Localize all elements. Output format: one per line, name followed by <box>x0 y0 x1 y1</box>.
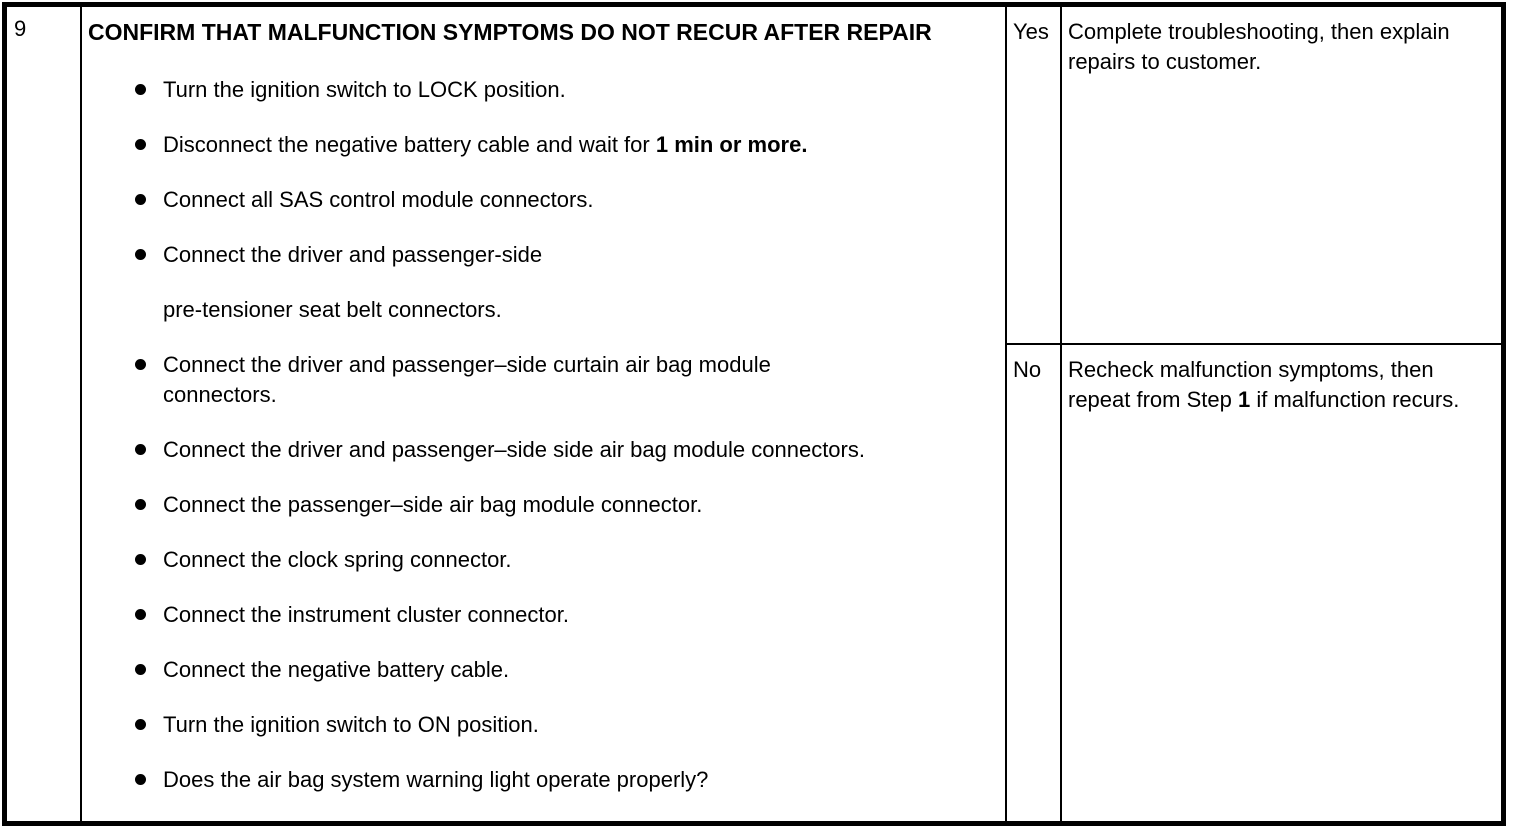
yes-action-cell: Complete troubleshooting, then explain r… <box>1062 7 1501 343</box>
procedure-step-continuation: pre-tensioner seat belt connectors. <box>163 295 999 325</box>
bullet-icon <box>135 719 146 730</box>
procedure-step-item: Connect all SAS control module connector… <box>133 185 999 215</box>
procedure-step-item: Connect the driver and passenger–side cu… <box>133 350 999 410</box>
procedure-step-text: Connect all SAS control module connector… <box>163 187 594 212</box>
bullet-icon <box>135 444 146 455</box>
procedure-step-item: Connect the clock spring connector. <box>133 545 999 575</box>
bullet-icon <box>135 499 146 510</box>
bold-emphasis: 1 <box>1237 387 1251 412</box>
procedure-step-text: Does the air bag system warning light op… <box>163 767 709 792</box>
procedure-step-text: pre-tensioner seat belt connectors. <box>163 297 502 322</box>
bullet-icon <box>135 139 146 150</box>
procedure-cell: CONFIRM THAT MALFUNCTION SYMPTOMS DO NOT… <box>82 7 1007 821</box>
procedure-step-item: Does the air bag system warning light op… <box>133 765 999 795</box>
results-section: Yes Complete troubleshooting, then expla… <box>1007 7 1501 821</box>
procedure-step-item: Connect the passenger–side air bag modul… <box>133 490 999 520</box>
no-result-row: No Recheck malfunction symptoms, then re… <box>1007 345 1501 821</box>
step-number: 9 <box>14 16 27 41</box>
bullet-icon <box>135 84 146 95</box>
bold-emphasis: 1 min or more. <box>655 132 808 157</box>
procedure-step-text: Turn the ignition switch to LOCK positio… <box>163 77 566 102</box>
procedure-step-item: Turn the ignition switch to LOCK positio… <box>133 75 999 105</box>
procedure-step-item: Connect the driver and passenger–side si… <box>133 435 999 465</box>
procedure-step-text: Disconnect the negative battery cable an… <box>163 132 808 157</box>
step-number-cell: 9 <box>7 7 82 821</box>
procedure-step-item: Connect the instrument cluster connector… <box>133 600 999 630</box>
procedure-step-item: Connect the driver and passenger-side <box>133 240 999 270</box>
bullet-icon <box>135 249 146 260</box>
procedure-steps: Turn the ignition switch to LOCK positio… <box>88 75 999 795</box>
yes-action-text: Complete troubleshooting, then explain r… <box>1068 19 1450 74</box>
procedure-title: CONFIRM THAT MALFUNCTION SYMPTOMS DO NOT… <box>88 19 932 45</box>
procedure-step-text: Connect the negative battery cable. <box>163 657 510 682</box>
procedure-step-item: Turn the ignition switch to ON position. <box>133 710 999 740</box>
procedure-step-text: Connect the passenger–side air bag modul… <box>163 492 703 517</box>
procedure-step-text: Connect the driver and passenger–side cu… <box>163 352 771 407</box>
procedure-step-item: Disconnect the negative battery cable an… <box>133 130 999 160</box>
bullet-icon <box>135 194 146 205</box>
no-answer-cell: No <box>1007 345 1062 821</box>
bullet-icon <box>135 359 146 370</box>
procedure-step-text: Connect the instrument cluster connector… <box>163 602 569 627</box>
no-label: No <box>1013 357 1042 382</box>
procedure-step-item: Connect the negative battery cable. <box>133 655 999 685</box>
bullet-icon <box>135 774 146 785</box>
procedure-step-text: Connect the clock spring connector. <box>163 547 512 572</box>
yes-label: Yes <box>1013 19 1049 44</box>
bullet-icon <box>135 554 146 565</box>
procedure-step-text: Connect the driver and passenger–side si… <box>163 437 865 462</box>
bullet-icon <box>135 664 146 675</box>
procedure-step-text: Connect the driver and passenger-side <box>163 242 543 267</box>
no-action-cell: Recheck malfunction symptoms, then repea… <box>1062 345 1501 821</box>
yes-answer-cell: Yes <box>1007 7 1062 343</box>
bullet-icon <box>135 609 146 620</box>
no-action-text: Recheck malfunction symptoms, then repea… <box>1068 357 1460 412</box>
procedure-step-text: Turn the ignition switch to ON position. <box>163 712 539 737</box>
yes-result-row: Yes Complete troubleshooting, then expla… <box>1007 7 1501 345</box>
